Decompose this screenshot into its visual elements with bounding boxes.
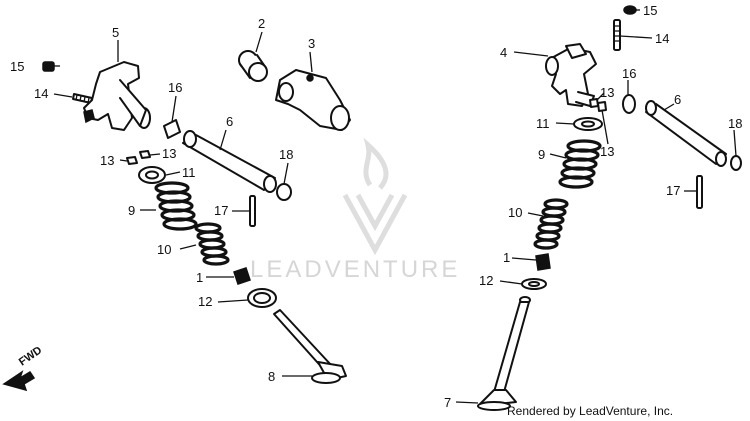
part-2-seal[interactable] (238, 50, 268, 82)
part-14-stud-right[interactable] (613, 19, 621, 51)
callout-14-right: 14 (655, 31, 669, 46)
callout-6-right: 6 (674, 92, 681, 107)
part-16-washer-left[interactable] (163, 119, 181, 139)
callout-15-left: 15 (10, 59, 24, 74)
part-13-cotters-left[interactable] (126, 150, 151, 165)
callout-8: 8 (268, 369, 275, 384)
callout-17-left: 17 (214, 203, 228, 218)
watermark-text: LEADVENTURE (250, 256, 460, 283)
callout-13-left-b: 13 (162, 146, 176, 161)
callout-17-right: 17 (666, 183, 680, 198)
fwd-label: FWD (17, 344, 44, 368)
callout-10-right: 10 (508, 205, 522, 220)
callout-7: 7 (444, 395, 451, 410)
part-8-valve[interactable] (273, 309, 347, 384)
callout-9-left: 9 (128, 203, 135, 218)
callout-1-right: 1 (503, 250, 510, 265)
callout-9-right: 9 (538, 147, 545, 162)
fwd-direction-marker: FWD (2, 344, 44, 392)
callout-2: 2 (258, 16, 265, 31)
part-11-retainer-right[interactable] (573, 117, 603, 131)
part-4-rocker-arm[interactable] (545, 43, 597, 107)
part-16-washer-right[interactable] (622, 94, 636, 114)
fwd-arrow-icon (2, 370, 36, 392)
callout-18-left: 18 (279, 147, 293, 162)
callout-13-left-a: 13 (100, 153, 114, 168)
part-6-rocker-shaft-right[interactable] (645, 100, 727, 167)
callout-13-right-b: 13 (600, 144, 614, 159)
part-17-pin-right[interactable] (696, 175, 703, 209)
part-9-outer-spring-left[interactable] (154, 181, 198, 231)
part-15-bolt-left[interactable] (42, 61, 60, 72)
callout-5: 5 (112, 25, 119, 40)
callout-12-left: 12 (198, 294, 212, 309)
part-18-o-ring-left[interactable] (276, 183, 292, 201)
part-12-seat-washer-right[interactable] (521, 278, 547, 290)
callout-15-right: 15 (643, 3, 657, 18)
part-9-outer-spring-right[interactable] (558, 139, 602, 189)
part-15-nut-right[interactable] (623, 5, 637, 15)
part-12-seat-washer-left[interactable] (247, 288, 277, 308)
part-17-pin-left[interactable] (249, 195, 256, 227)
callout-11-left: 11 (182, 165, 196, 180)
watermark-flame-icon (363, 137, 389, 190)
rendered-by-credit: Rendered by LeadVenture, Inc. (507, 404, 674, 418)
watermark-logo-icon (342, 193, 408, 256)
callout-16-left: 16 (168, 80, 182, 95)
callout-16-right: 16 (622, 66, 636, 81)
callout-18-right: 18 (728, 116, 742, 131)
callout-6-left: 6 (226, 114, 233, 129)
callout-12-right: 12 (479, 273, 493, 288)
callout-1-left: 1 (196, 270, 203, 285)
part-7-valve[interactable] (477, 296, 531, 411)
part-3-camshaft-holder[interactable] (275, 69, 351, 131)
callout-10-left: 10 (157, 242, 171, 257)
part-11-retainer-left[interactable] (138, 166, 166, 184)
part-13-cotters-right[interactable] (589, 98, 607, 112)
part-18-o-ring-right[interactable] (730, 155, 742, 171)
callout-4: 4 (500, 45, 507, 60)
part-10-inner-spring-left[interactable] (194, 222, 230, 266)
callout-11-right: 11 (536, 116, 550, 131)
part-1-stem-seal-right[interactable] (535, 253, 551, 271)
part-10-inner-spring-right[interactable] (533, 198, 569, 250)
part-1-stem-seal-left[interactable] (233, 267, 251, 285)
callout-14-left: 14 (34, 86, 48, 101)
leadventure-watermark: LEADVENTURE (250, 137, 460, 283)
part-5-rocker-arm[interactable] (83, 61, 151, 131)
part-6-rocker-shaft-left[interactable] (182, 130, 277, 193)
callout-3: 3 (308, 36, 315, 51)
callout-13-right-a: 13 (600, 85, 614, 100)
